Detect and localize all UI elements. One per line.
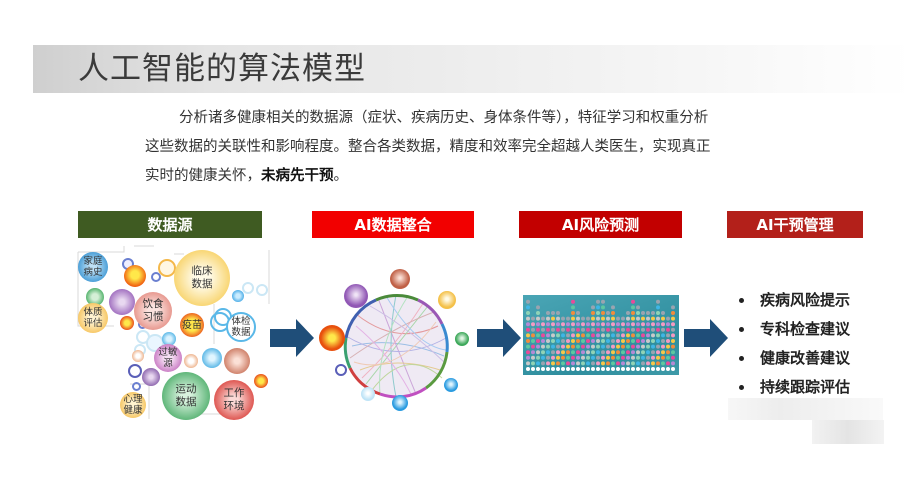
small-bubble <box>184 354 198 368</box>
bubble-checkup-data: 体检 数据 <box>226 312 256 342</box>
small-bubble <box>256 284 268 296</box>
data-source-bubbles: 家庭 病史 体质 评估 饮食 习惯 临床 数据 疫苗 体检 数据 过敏 源 心理… <box>74 244 274 422</box>
bullet-icon <box>739 385 744 390</box>
small-bubble <box>224 348 250 374</box>
dot-matrix-icon <box>526 299 675 371</box>
bubble-family-history: 家庭 病史 <box>78 252 108 282</box>
blurred-watermark <box>728 398 883 420</box>
risk-prediction-matrix <box>523 295 679 375</box>
stage-header-data-source: 数据源 <box>78 211 262 238</box>
small-bubble <box>109 289 135 315</box>
chord-diagram-icon <box>319 269 469 411</box>
small-bubble <box>128 364 142 378</box>
bubble-mental-health: 心理 健康 <box>120 392 146 418</box>
small-bubble <box>86 288 104 306</box>
description-line-2: 这些数据的关联性和影响程度。整合各类数据，精度和效率完全超越人类医生，实现真正 <box>145 139 711 155</box>
bullet-icon <box>739 327 744 332</box>
page-title: 人工智能的算法模型 <box>78 51 366 87</box>
description-line-3: 实时的健康关怀，未病先干预。 <box>145 168 348 184</box>
list-item: 持续跟踪评估 <box>736 373 850 402</box>
bubble-exercise-data: 运动 数据 <box>162 372 210 420</box>
bullet-icon <box>739 356 744 361</box>
highlight-text: 未病先干预 <box>261 168 334 184</box>
title-bar <box>33 45 912 93</box>
list-item: 疾病风险提示 <box>736 286 850 315</box>
bubble-clinical-data: 临床 数据 <box>174 250 230 306</box>
small-bubble <box>132 350 144 362</box>
small-bubble <box>254 374 268 388</box>
flow-arrow-icon <box>684 319 728 357</box>
small-bubble <box>202 348 222 368</box>
description: 分析诸多健康相关的数据源（症状、疾病历史、身体条件等），特征学习和权重分析 这些… <box>145 104 785 191</box>
flow-arrow-icon <box>270 319 314 357</box>
bubble-work-environment: 工作 环境 <box>214 380 254 420</box>
stage-header-ai-intervention: AI干预管理 <box>727 211 863 238</box>
small-bubble <box>120 316 134 330</box>
small-bubble <box>132 382 141 391</box>
bubble-vaccine: 疫苗 <box>180 313 204 337</box>
bubble-allergen: 过敏 源 <box>154 344 182 372</box>
stage-header-ai-integration: AI数据整合 <box>312 211 474 238</box>
small-bubble <box>162 332 176 346</box>
bullet-icon <box>739 298 744 303</box>
list-item: 专科检查建议 <box>736 315 850 344</box>
stage-header-ai-risk-prediction: AI风险预测 <box>519 211 682 238</box>
bubble-diet: 饮食 习惯 <box>134 292 172 330</box>
integration-chord-diagram <box>316 266 476 416</box>
blurred-watermark <box>812 420 884 444</box>
list-item: 健康改善建议 <box>736 344 850 373</box>
small-bubble <box>151 272 161 282</box>
small-bubble <box>232 290 244 302</box>
description-line-1: 分析诸多健康相关的数据源（症状、疾病历史、身体条件等），特征学习和权重分析 <box>179 110 709 126</box>
bubble-constitution: 体质 评估 <box>78 303 108 333</box>
small-bubble <box>124 265 146 287</box>
intervention-list: 疾病风险提示 专科检查建议 健康改善建议 持续跟踪评估 <box>736 286 850 402</box>
small-bubble <box>242 282 254 294</box>
flow-arrow-icon <box>477 319 521 357</box>
small-bubble <box>142 368 160 386</box>
